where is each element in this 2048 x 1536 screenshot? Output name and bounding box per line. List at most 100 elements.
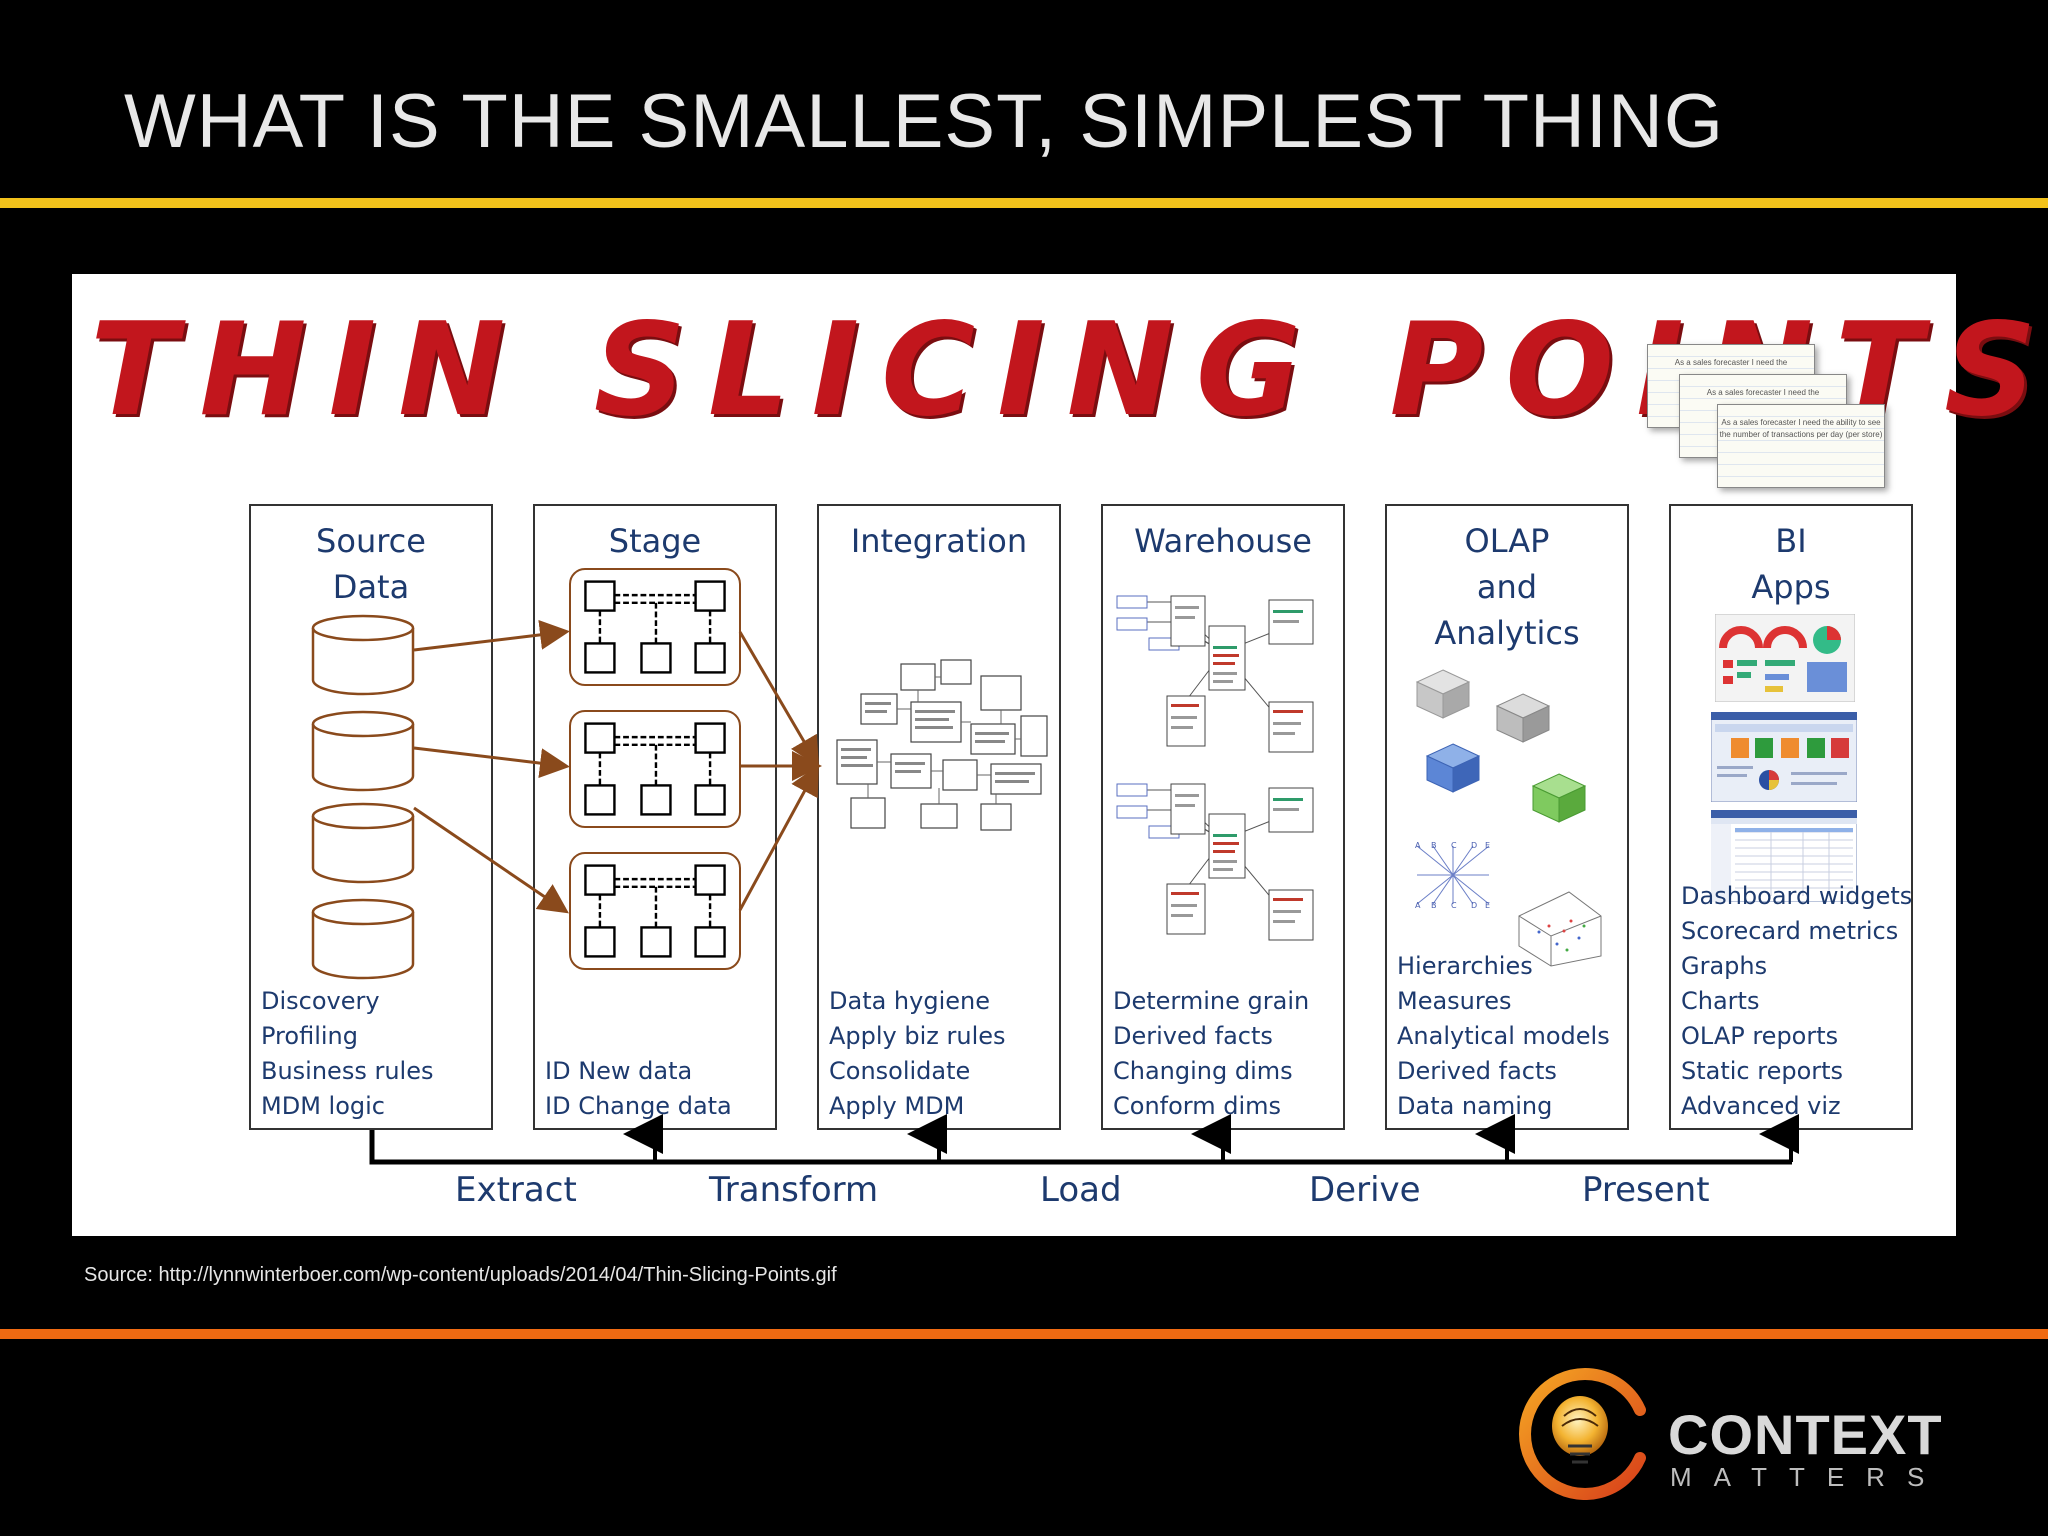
item: Business rules	[261, 1057, 434, 1085]
context-matters-logo: CONTEXT MATTERS	[1518, 1366, 1958, 1500]
item: Scorecard metrics	[1681, 917, 1899, 945]
pipeline-baseline	[369, 1130, 1792, 1165]
olap-cube-icon	[1495, 693, 1551, 743]
item: MDM logic	[261, 1092, 385, 1120]
heading-line: and	[1476, 568, 1538, 606]
heading-line: Stage	[608, 522, 702, 560]
report-thumbnail-icon	[1711, 810, 1857, 902]
scatter-3d-icon	[1518, 891, 1602, 967]
logo-tagline: MATTERS	[1670, 1462, 1947, 1492]
lightbulb-logo-icon	[1519, 1368, 1646, 1500]
er-diagram-icon	[836, 659, 1048, 831]
schema-icon	[569, 710, 741, 828]
item: Hierarchies	[1397, 952, 1533, 980]
scorecard-thumbnail-icon	[1711, 712, 1857, 802]
heading-line: Analytics	[1434, 614, 1580, 652]
phase-label-load: Load	[1040, 1170, 1122, 1210]
heading-line: Apps	[1751, 568, 1831, 606]
column-heading: BI Apps	[1671, 518, 1911, 610]
item: Changing dims	[1113, 1057, 1293, 1085]
item: Charts	[1681, 987, 1760, 1015]
column-items: Determine grain Derived facts Changing d…	[1113, 984, 1309, 1124]
item: Consolidate	[829, 1057, 971, 1085]
title-underline	[0, 198, 2048, 208]
item: Measures	[1397, 987, 1512, 1015]
item: Advanced viz	[1681, 1092, 1841, 1120]
column-heading: Stage	[535, 518, 775, 564]
item: Derived facts	[1397, 1057, 1557, 1085]
svg-text:E: E	[1485, 901, 1490, 910]
phase-label-present: Present	[1582, 1170, 1710, 1210]
item: Apply biz rules	[829, 1022, 1006, 1050]
column-heading: Source Data	[251, 518, 491, 610]
item: Dashboard widgets	[1681, 882, 1913, 910]
column-bi-apps: BI Apps	[1669, 504, 1913, 1130]
item: Graphs	[1681, 952, 1768, 980]
star-schema-icon	[1116, 783, 1314, 941]
heading-line: Data	[332, 568, 410, 606]
column-heading: Warehouse	[1103, 518, 1343, 564]
olap-cube-icon	[1425, 743, 1481, 793]
heading-line: OLAP	[1464, 522, 1550, 560]
heading-line: Source	[316, 522, 426, 560]
olap-cube-icon	[1531, 773, 1587, 823]
story-card: As a sales forecaster I need the ability…	[1717, 404, 1885, 488]
phase-label-extract: Extract	[455, 1170, 577, 1210]
column-items: ID New data ID Change data	[545, 1054, 732, 1124]
slide-title: WHAT IS THE SMALLEST, SIMPLEST THING	[124, 79, 1725, 164]
item: Conform dims	[1113, 1092, 1282, 1120]
svg-text:B: B	[1431, 841, 1437, 850]
database-icon	[311, 614, 415, 696]
item: Analytical models	[1397, 1022, 1610, 1050]
column-stage: Stage ID New data ID Change data	[533, 504, 777, 1130]
phase-label-derive: Derive	[1309, 1170, 1421, 1210]
svg-text:C: C	[1451, 841, 1457, 850]
item: Determine grain	[1113, 987, 1310, 1015]
svg-text:C: C	[1451, 901, 1457, 910]
column-integration: Integration Data hygiene Apply biz rules…	[817, 504, 1061, 1130]
item: Discovery	[261, 987, 380, 1015]
item: OLAP reports	[1681, 1022, 1839, 1050]
database-icon	[311, 802, 415, 884]
schema-icon	[569, 568, 741, 686]
phase-label-transform: Transform	[709, 1170, 879, 1210]
story-cards: As a sales forecaster I need the As a sa…	[1647, 344, 1907, 514]
item: Data naming	[1397, 1092, 1553, 1120]
item: ID New data	[545, 1057, 693, 1085]
column-warehouse: Warehouse Determine grain Derived facts …	[1101, 504, 1345, 1130]
column-items: Data hygiene Apply biz rules Consolidate…	[829, 984, 1006, 1124]
heading-line: Warehouse	[1134, 522, 1312, 560]
column-items: Discovery Profiling Business rules MDM l…	[261, 984, 433, 1124]
column-items: Dashboard widgets Scorecard metrics Grap…	[1681, 879, 1912, 1124]
svg-text:A: A	[1415, 901, 1421, 910]
source-citation: Source: http://lynnwinterboer.com/wp-con…	[84, 1264, 837, 1286]
svg-text:E: E	[1485, 841, 1490, 850]
star-schema-icon	[1116, 595, 1314, 753]
column-items: Hierarchies Measures Analytical models D…	[1397, 949, 1610, 1124]
column-source-data: Source Data Discovery Profiling Business…	[249, 504, 493, 1130]
item: Apply MDM	[829, 1092, 965, 1120]
logo-wordmark: CONTEXT	[1668, 1403, 1943, 1466]
column-heading: OLAP and Analytics	[1387, 518, 1627, 656]
item: ID Change data	[545, 1092, 732, 1120]
item: Derived facts	[1113, 1022, 1273, 1050]
heading-line: Integration	[850, 522, 1028, 560]
item: Static reports	[1681, 1057, 1844, 1085]
diagram-panel: THIN SLICING POINTS As a sales forecaste…	[72, 274, 2036, 1236]
svg-text:D: D	[1471, 901, 1477, 910]
schema-icon	[569, 852, 741, 970]
item: Profiling	[261, 1022, 358, 1050]
svg-text:D: D	[1471, 841, 1477, 850]
svg-text:A: A	[1415, 841, 1421, 850]
column-heading: Integration	[819, 518, 1059, 564]
heading-line: BI	[1775, 522, 1807, 560]
svg-text:B: B	[1431, 901, 1437, 910]
database-icon	[311, 710, 415, 792]
database-icon	[311, 898, 415, 980]
item: Data hygiene	[829, 987, 990, 1015]
dashboard-thumbnail-icon	[1715, 614, 1855, 702]
olap-cube-icon	[1415, 669, 1471, 719]
footer-rule	[0, 1329, 2048, 1339]
